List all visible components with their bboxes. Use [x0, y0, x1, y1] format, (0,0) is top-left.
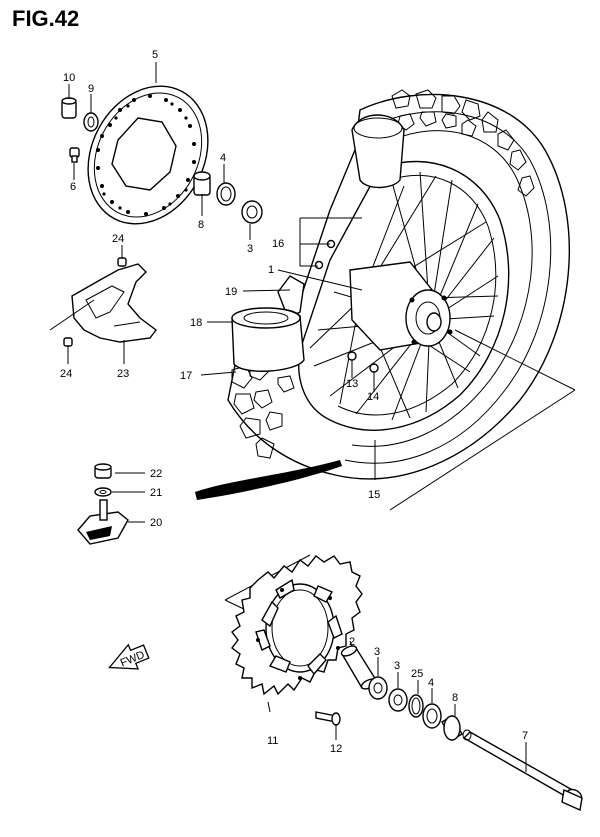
part-label-10: 10	[63, 72, 75, 84]
part-label-16: 16	[272, 238, 284, 250]
part-label-8-upper: 8	[198, 219, 204, 231]
part-label-3-lower-2: 3	[394, 660, 400, 672]
part-label-5: 5	[152, 49, 158, 61]
part-label-14: 14	[367, 391, 379, 403]
lock-washer	[83, 112, 99, 132]
part-label-19: 19	[225, 286, 237, 298]
part-label-8-lower: 8	[452, 692, 458, 704]
part-label-9: 9	[88, 83, 94, 95]
part-label-11: 11	[267, 735, 278, 747]
inner-tube	[231, 307, 305, 372]
part-label-12: 12	[330, 743, 342, 755]
bearing-lower-2	[388, 672, 408, 712]
tire-tube-cutaway	[351, 114, 405, 189]
disc-bolt	[69, 147, 80, 163]
part-label-4-lower: 4	[428, 677, 434, 689]
part-label-13: 13	[346, 378, 358, 390]
hub-spacer	[340, 640, 378, 690]
part-label-3-upper: 3	[247, 243, 253, 255]
part-label-17: 17	[180, 370, 192, 382]
part-label-6: 6	[70, 181, 76, 193]
part-label-24-upper: 24	[112, 233, 124, 245]
oil-seal-lower	[422, 688, 442, 729]
oil-seal-upper	[216, 182, 236, 206]
part-label-7: 7	[522, 730, 528, 742]
part-label-23: 23	[117, 368, 129, 380]
brake-disc	[87, 85, 209, 225]
disc-nut	[61, 97, 77, 119]
part-label-20: 20	[150, 517, 162, 529]
part-label-25: 25	[411, 668, 423, 680]
part-label-22: 22	[150, 468, 162, 480]
spoke-nipples	[314, 239, 379, 373]
spacer-lower	[441, 704, 463, 741]
swoosh-mark	[195, 460, 342, 500]
rim-lock-nut	[94, 463, 112, 479]
rim-lock	[77, 499, 129, 545]
spacer-upper	[193, 171, 211, 196]
disc-guard	[63, 257, 157, 347]
bearing-lower-1	[368, 657, 388, 700]
leader-lines-wheel	[49, 62, 576, 523]
bearing-upper	[241, 200, 263, 224]
part-label-21: 21	[150, 487, 162, 499]
figure-title: FIG.42	[12, 6, 80, 31]
part-label-24-lower: 24	[60, 368, 72, 380]
rear-axle	[462, 729, 583, 812]
part-label-4-upper: 4	[220, 152, 226, 164]
part-label-3-lower-1: 3	[374, 646, 380, 658]
rear-sprocket	[231, 555, 363, 696]
circlip	[408, 680, 424, 718]
part-label-1: 1	[268, 264, 274, 276]
part-label-2: 2	[349, 636, 355, 648]
part-label-15: 15	[368, 489, 380, 501]
rim-lock-washer	[94, 487, 112, 497]
forward-direction-arrow: FWD	[108, 643, 150, 670]
part-label-18: 18	[190, 317, 202, 329]
sprocket-bolt	[315, 711, 341, 740]
part-labels: 5 10 9 6 4 8 3 24 24 23 16 1 19 18 17 13…	[60, 49, 528, 755]
wheel-hub	[349, 261, 453, 351]
